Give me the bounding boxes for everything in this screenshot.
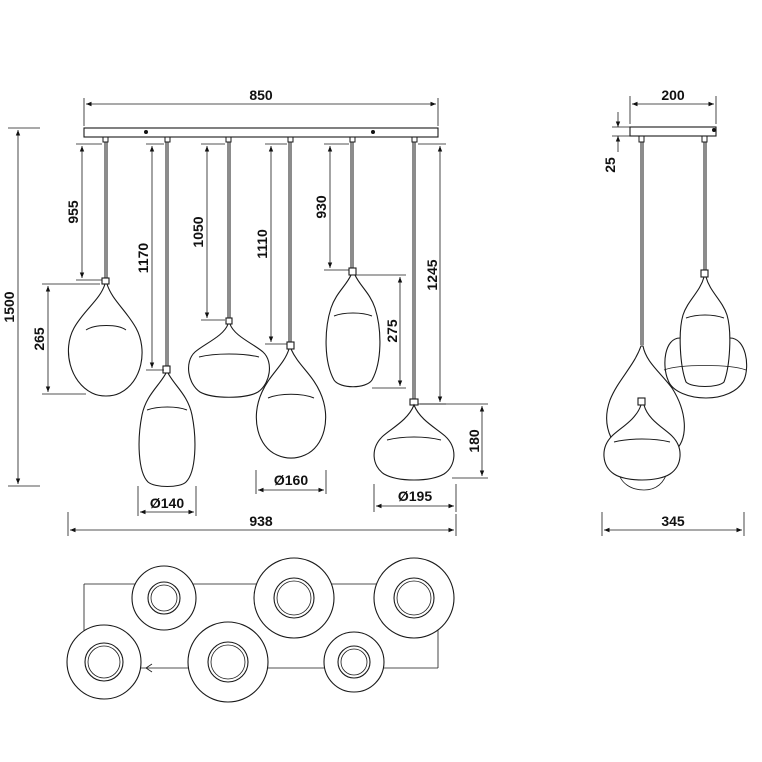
dim-label-955: 955: [65, 200, 81, 224]
dim-label-d140: Ø140: [150, 495, 184, 511]
dim-overall-height: 1500: [1, 127, 40, 487]
dim-label-d195: Ø195: [398, 488, 432, 504]
plan-shade-top-3: [373, 557, 455, 639]
dim-label-265: 265: [31, 327, 47, 351]
dim-side-canopy-height: 25: [602, 112, 630, 173]
dim-label-275: 275: [384, 319, 400, 343]
dim-diameter-4: Ø160: [255, 470, 327, 494]
plan-shade-bottom-2: [187, 621, 269, 703]
plan-view: [66, 557, 455, 703]
dim-label-1500: 1500: [1, 291, 17, 322]
plan-shade-bottom-1: [66, 624, 142, 700]
dim-shade-height-1: 265: [31, 283, 100, 395]
pendant-shade-6: [373, 398, 455, 481]
dim-label-850: 850: [249, 87, 273, 103]
dim-diameter-6: Ø195: [373, 484, 457, 512]
side-back-shades: [663, 269, 748, 399]
dim-drop-6: 1245: [418, 143, 446, 405]
dim-side-canopy-depth: 200: [629, 87, 717, 124]
side-cables: [640, 142, 707, 345]
dim-label-1245: 1245: [424, 259, 440, 290]
dim-label-25: 25: [602, 157, 618, 173]
dim-label-d160: Ø160: [274, 472, 308, 488]
plan-shade-top-2: [253, 557, 335, 639]
dim-overall-width: 938: [67, 512, 457, 536]
side-canopy: [629, 126, 717, 137]
side-view: 200 25 345: [601, 87, 748, 536]
dim-label-345: 345: [661, 513, 685, 529]
dim-diameter-2: Ø140: [137, 486, 197, 516]
pendant-shade-2: [138, 365, 196, 488]
side-front-shades: [603, 345, 685, 491]
dim-label-180: 180: [466, 429, 482, 453]
dim-drop-2: 1170: [135, 143, 164, 371]
dim-drop-5: 930: [313, 143, 349, 271]
dim-side-overall-depth: 345: [601, 512, 745, 536]
canopy-bar: [83, 127, 439, 138]
dim-label-1110: 1110: [254, 229, 270, 259]
pendant-shade-4: [255, 341, 327, 459]
canopy-screw: [712, 128, 716, 132]
dim-label-1170: 1170: [135, 243, 151, 274]
dim-label-930: 930: [313, 195, 329, 219]
canopy-screw: [371, 130, 375, 134]
dim-drop-3: 1050: [190, 143, 225, 321]
cable-hooks: [102, 136, 418, 143]
cables: [104, 142, 416, 400]
dim-drop-1: 955: [65, 143, 102, 281]
dim-drop-4: 1110: [254, 143, 287, 345]
dim-label-200: 200: [661, 87, 685, 103]
pendant-shade-3: [188, 317, 270, 398]
plan-shade-bottom-3: [323, 631, 385, 693]
dim-label-938: 938: [249, 513, 273, 529]
dim-canopy-width: 850: [83, 87, 439, 126]
dim-shade-height-6: 180: [420, 403, 488, 479]
front-view: 850 1500 955 265 1170: [1, 87, 488, 536]
pendant-shade-5: [325, 267, 381, 388]
canopy-screw: [144, 130, 148, 134]
dim-label-1050: 1050: [190, 216, 206, 247]
dim-shade-height-5: 275: [356, 274, 406, 389]
plan-shade-top-1: [131, 565, 197, 631]
pendant-shade-1: [67, 277, 143, 397]
